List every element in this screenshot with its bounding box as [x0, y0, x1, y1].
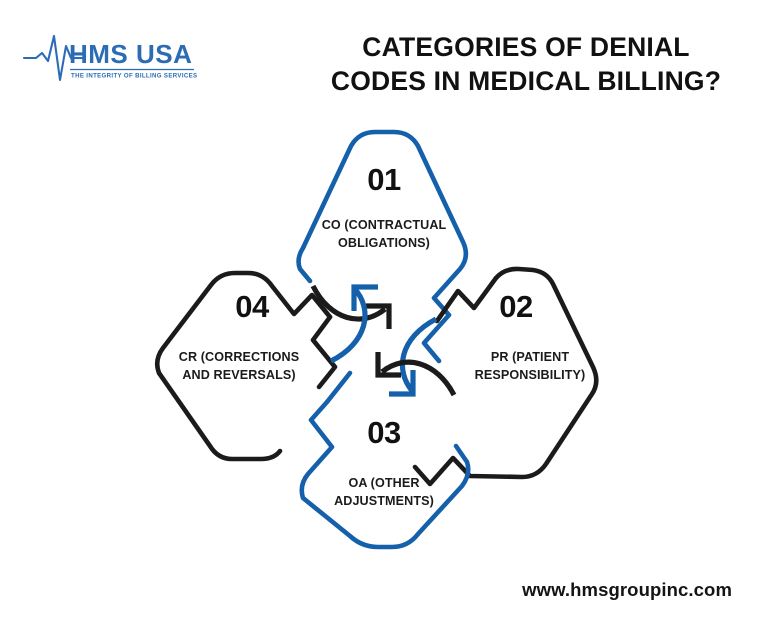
node-left-notch [310, 314, 338, 390]
node-bottom-label-line-2: ADJUSTMENTS) [334, 494, 434, 508]
node-left-number: 04 [235, 289, 270, 324]
page-title: CATEGORIES OF DENIAL CODES IN MEDICAL BI… [300, 31, 752, 99]
node-bottom-outline-left [299, 399, 471, 550]
node-top-outline-right [300, 129, 469, 364]
node-bottom-label-line-1: OA (OTHER [348, 476, 419, 490]
page-title-line-2: CODES IN MEDICAL BILLING? [330, 65, 722, 96]
node-bottom-number: 03 [367, 415, 401, 450]
node-right-outline [412, 266, 599, 487]
brand-logo[interactable]: HMS USA THE INTEGRITY OF BILLING SERVICE… [22, 28, 202, 84]
node-left-outline [154, 270, 333, 462]
diagram-node-left[interactable]: 04 CR (CORRECTIONS AND REVERSALS) [154, 270, 338, 462]
node-top-label-line-1: CO (CONTRACTUAL [322, 218, 447, 232]
node-right-notch [434, 275, 499, 324]
node-right-label-line-2: RESPONSIBILITY) [475, 368, 586, 382]
logo-wordmark: HMS USA [69, 39, 192, 69]
node-right-number: 02 [499, 289, 532, 324]
node-left-label-line-1: CR (CORRECTIONS [179, 350, 299, 364]
cycle-arrow-top-icon [310, 284, 392, 329]
cycle-arrow-bottom-icon [375, 352, 457, 397]
website-url[interactable]: www.hmsgroupinc.com [522, 579, 732, 600]
denial-codes-cycle-diagram: 01 CO (CONTRACTUAL OBLIGATIONS) 02 PR (P… [0, 95, 768, 585]
heartbeat-ekg-icon [22, 34, 86, 82]
node-right-label-line-1: PR (PATIENT [491, 350, 569, 364]
cycle-arrow-left-icon [329, 284, 378, 364]
page-title-line-1: CATEGORIES OF DENIAL [362, 32, 690, 62]
diagram-node-bottom[interactable]: 03 OA (OTHER ADJUSTMENTS) [299, 370, 471, 550]
node-top-label-line-2: OBLIGATIONS) [338, 236, 430, 250]
node-bottom-outline-notch [324, 370, 353, 405]
node-top-number: 01 [367, 162, 401, 197]
cycle-arrow-right-icon [389, 316, 438, 397]
logo-tagline: THE INTEGRITY OF BILLING SERVICES [71, 73, 197, 80]
node-top-outline-left [296, 245, 313, 284]
node-left-label-line-2: AND REVERSALS) [182, 368, 295, 382]
diagram-node-top[interactable]: 01 CO (CONTRACTUAL OBLIGATIONS) [296, 129, 469, 364]
diagram-node-right[interactable]: 02 PR (PATIENT RESPONSIBILITY) [412, 266, 599, 487]
